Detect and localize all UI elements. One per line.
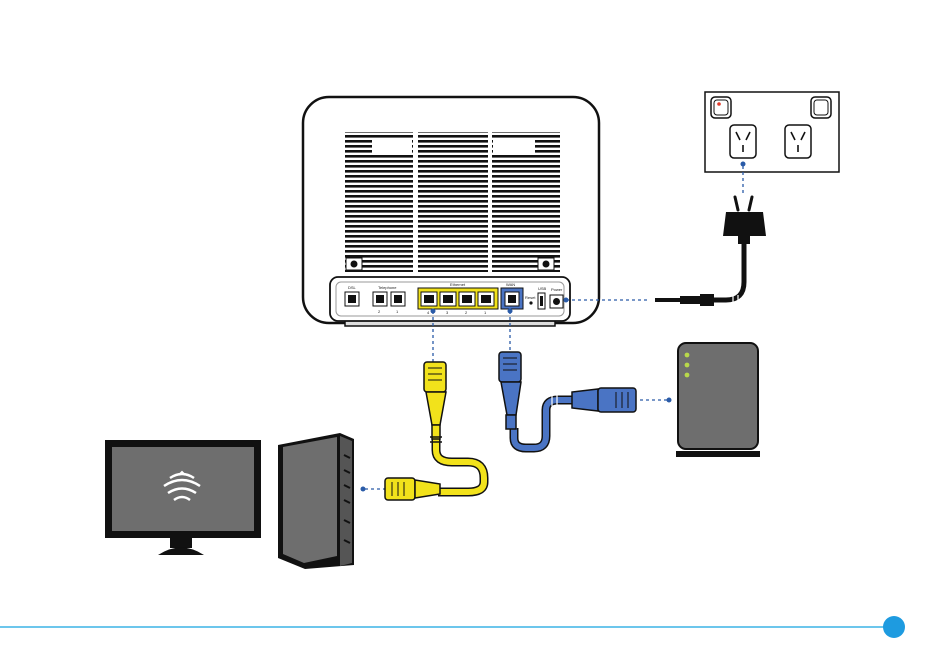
power-label: Power [551,287,563,292]
ethernet-cable [385,362,484,500]
circle-marker-icon [883,616,905,638]
usb-port: USB [538,286,547,309]
footer-divider [0,616,905,638]
desktop-tower-icon [278,433,366,569]
power-port: Power [550,287,563,308]
switch-indicator [717,102,721,106]
status-led [685,363,690,368]
power-outlet-icon [705,92,839,172]
router-back-panel-icon: DSL Telephone 2 1 Ethernet 4 3 2 [303,97,599,326]
monitor-icon [105,440,261,555]
ethernet-label: Ethernet [450,282,466,287]
status-led [685,373,690,378]
wan-label: WAN [506,282,515,287]
status-led [685,353,690,358]
telephone-label: Telephone [378,285,397,290]
dsl-label: DSL [348,285,357,290]
usb-label: USB [538,286,547,291]
power-plug-icon [655,197,766,306]
nbn-box-icon [667,343,761,457]
reset-label: Reset [525,295,536,300]
wan-cable [499,352,636,448]
